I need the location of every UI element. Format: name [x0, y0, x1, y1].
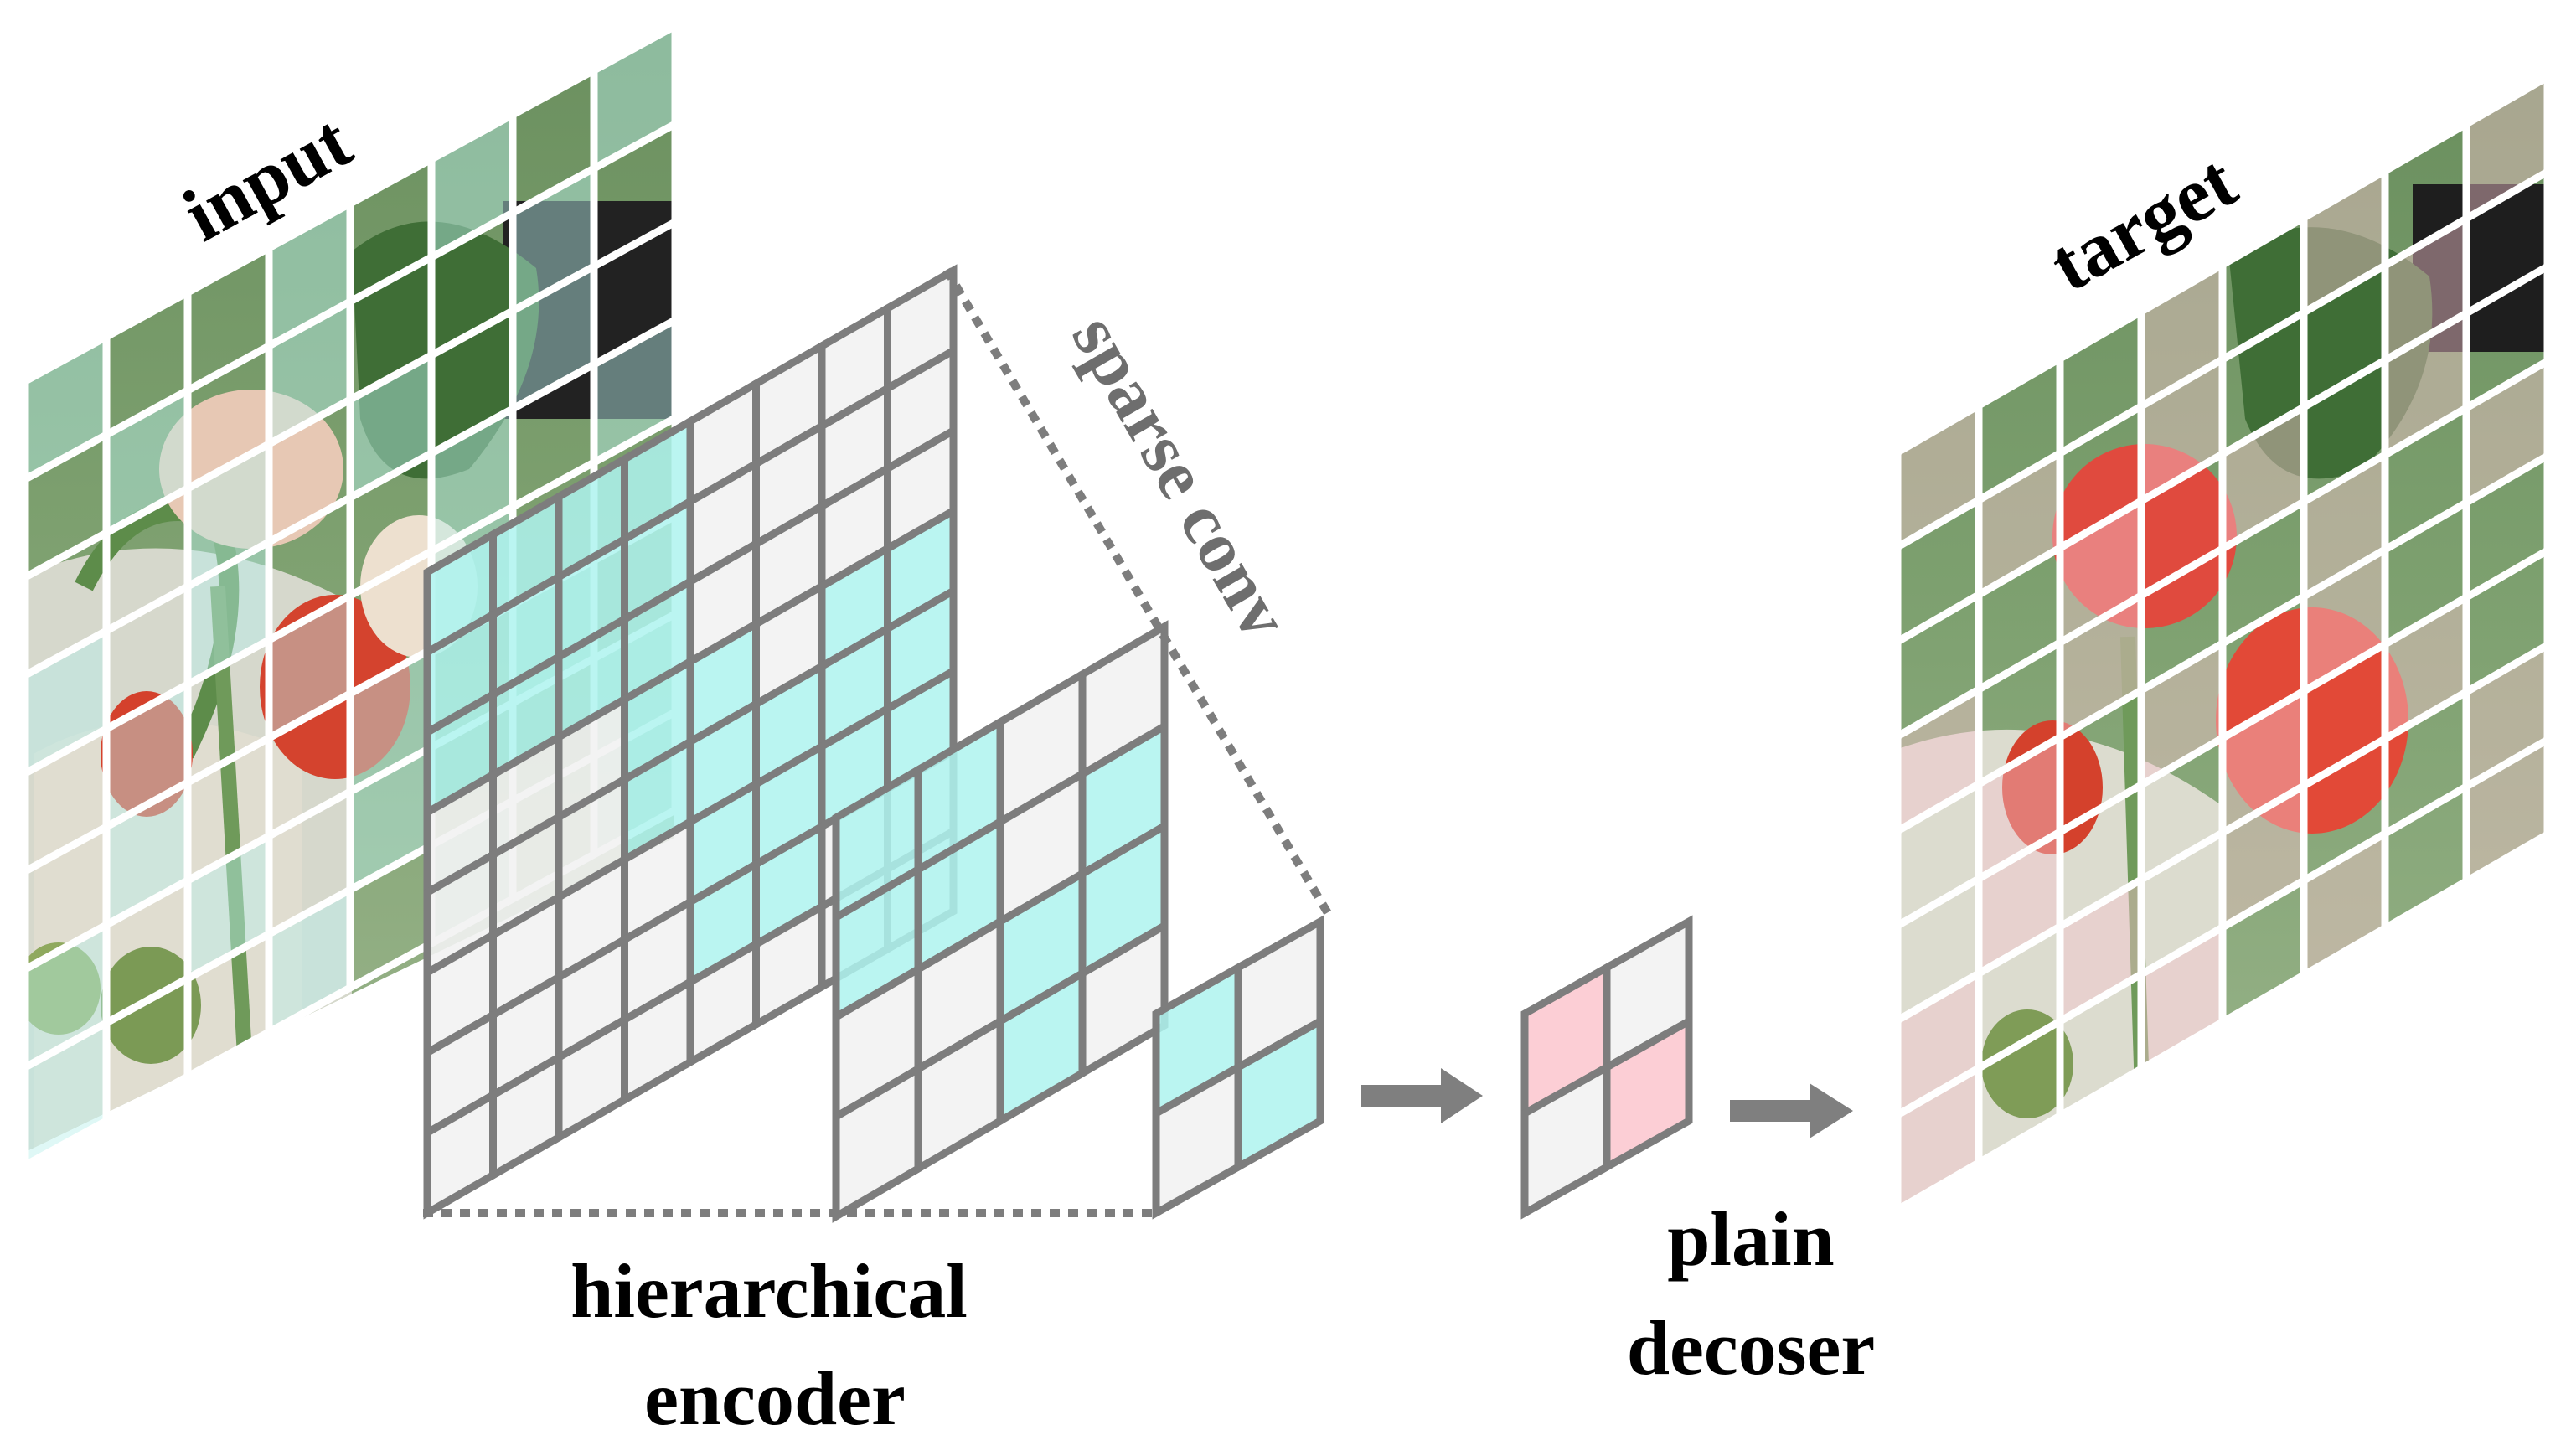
strawberry-red-mid: [260, 595, 410, 779]
arrow-decoder-to-target: [1730, 1083, 1853, 1138]
sparse-conv-label: sparse conv: [1057, 302, 1306, 652]
target-gridline: [1895, 642, 2550, 1024]
encoder-feature-map-medium: [832, 620, 1169, 1223]
decoder-label-line1: plain: [1667, 1196, 1834, 1282]
arrow-encoder-to-decoder: [1361, 1068, 1483, 1123]
plain-decoder-feature-map: [1520, 915, 1693, 1220]
input-image-panel: [21, 23, 679, 1169]
decoder-label-line2: decoser: [1627, 1305, 1875, 1391]
encoder-feature-map-small: [1152, 915, 1324, 1220]
target-strawberry-green: [1981, 1009, 2073, 1118]
encoder-label-line2: encoder: [644, 1355, 906, 1441]
target-gridline: [1895, 168, 2550, 550]
decoder-cell-active: [1603, 1015, 1693, 1174]
target-strawberry-right: [2216, 607, 2408, 834]
target-gridline: [1895, 831, 2550, 1213]
encoder-label-line1: hierarchical: [570, 1248, 968, 1334]
input-gridline: [23, 121, 678, 483]
target-image-panel: [1893, 74, 2552, 1213]
input-gridline: [23, 23, 678, 385]
target-gridline: [1895, 358, 2550, 740]
strawberry-green-bottom: [101, 947, 201, 1064]
input-gridline: [23, 219, 678, 581]
input-gridline: [23, 317, 678, 679]
sparse-conv-dotted-line: [942, 267, 1332, 916]
target-gridline: [1895, 74, 2550, 456]
target-patch-grid: [1893, 74, 2552, 1213]
hierarchical-encoder: [423, 264, 1332, 1223]
target-gridline: [1895, 736, 2550, 1118]
target-gridline: [1895, 263, 2550, 645]
target-gridline: [1895, 452, 2550, 834]
encoder-small-cell-active: [1234, 1015, 1324, 1174]
input-gridline: [23, 415, 678, 777]
target-gridline: [1895, 547, 2550, 929]
